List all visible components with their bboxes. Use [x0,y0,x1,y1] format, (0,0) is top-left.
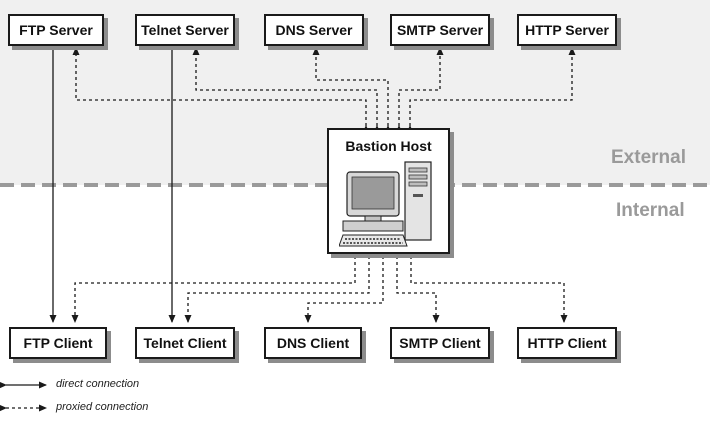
smtp-client-box: SMTP Client [390,327,490,359]
http-client-proxy-link [407,249,568,323]
http-server-proxy-link [406,47,576,133]
smtp-client-proxy-link [393,249,440,323]
ftp-server-proxy-link [72,47,370,133]
internal-zone-label: Internal [616,200,685,221]
http-server-box: HTTP Server [517,14,617,46]
telnet-server-box: Telnet Server [135,14,235,46]
external-zone-label: External [611,147,686,168]
proxied-client-connections [71,249,568,323]
legend-proxied-label: proxied connection [56,401,149,413]
dns-server-box: DNS Server [264,14,364,46]
dns-server-proxy-link [312,47,392,133]
dns-client-box: DNS Client [264,327,362,359]
ftp-client-box: FTP Client [9,327,107,359]
ftp-client-proxy-link [71,249,359,323]
telnet-client-proxy-link [184,249,373,323]
bastion-host-box: Bastion Host [327,128,450,254]
smtp-server-proxy-link [395,47,444,133]
ftp-server-box: FTP Server [8,14,104,46]
telnet-server-proxy-link [192,47,381,133]
proxied-server-connections [72,47,576,133]
smtp-server-box: SMTP Server [390,14,490,46]
legend-direct-label: direct connection [56,378,140,390]
telnet-client-box: Telnet Client [135,327,235,359]
computer-icon [339,161,432,247]
dns-client-proxy-link [304,249,387,323]
bastion-host-title: Bastion Host [345,138,432,154]
http-client-box: HTTP Client [517,327,617,359]
